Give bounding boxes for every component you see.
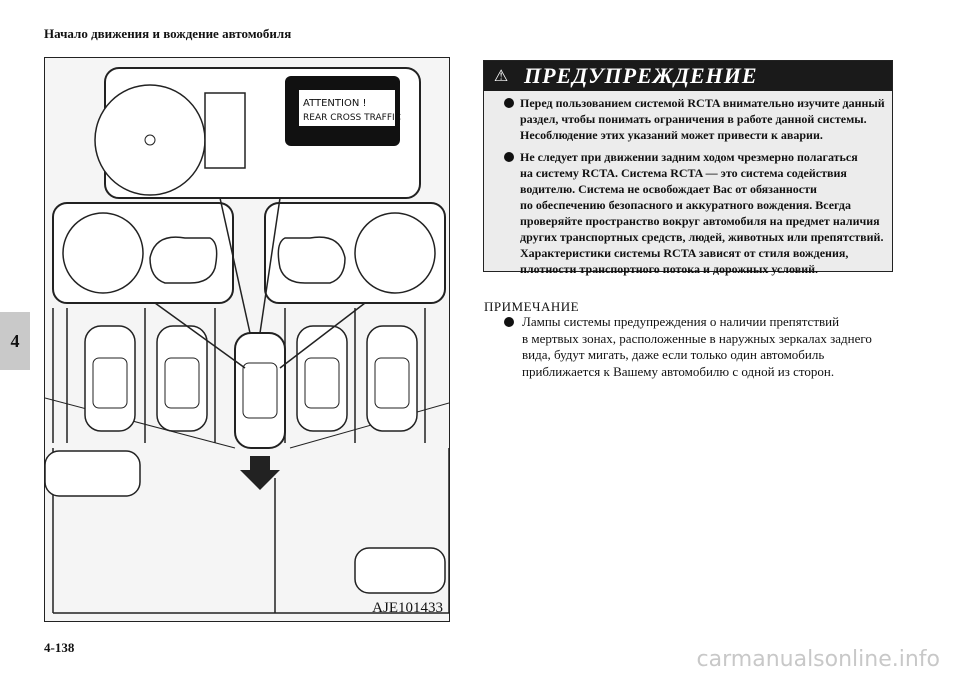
- display-line-1: ATTENTION !: [303, 98, 367, 109]
- warning-title: ПРЕДУПРЕЖДЕНИЕ: [524, 63, 758, 88]
- note-item: Лампы системы предупреждения о наличии п…: [502, 314, 922, 380]
- warning-header: ⚠ ПРЕДУПРЕЖДЕНИЕ: [484, 61, 892, 91]
- bullet-icon: [504, 317, 514, 327]
- warning-box: ⚠ ПРЕДУПРЕЖДЕНИЕ Перед пользованием сист…: [483, 60, 893, 276]
- figure-code: AJE101433: [372, 600, 443, 616]
- rcta-diagram: ATTENTION ! REAR CROSS TRAFFIC: [45, 67, 449, 614]
- bullet-icon: [504, 98, 514, 108]
- rcta-illustration: ATTENTION ! REAR CROSS TRAFFIC AJE101433: [44, 57, 450, 622]
- page-number: 4-138: [44, 640, 75, 655]
- display-line-2: REAR CROSS TRAFFIC: [303, 113, 401, 123]
- chapter-tab: 4: [0, 312, 30, 370]
- warning-triangle-icon: ⚠: [493, 68, 509, 85]
- bullet-icon: [504, 152, 514, 162]
- warning-item: Не следует при движении задним ходом чре…: [484, 149, 892, 277]
- warning-item: Перед пользованием системой RCTA внимате…: [484, 95, 892, 143]
- watermark: carmanualsonline.info: [696, 647, 940, 672]
- section-header: Начало движения и вождение автомобиля: [44, 26, 292, 41]
- note-heading: ПРИМЕЧАНИЕ: [484, 299, 580, 314]
